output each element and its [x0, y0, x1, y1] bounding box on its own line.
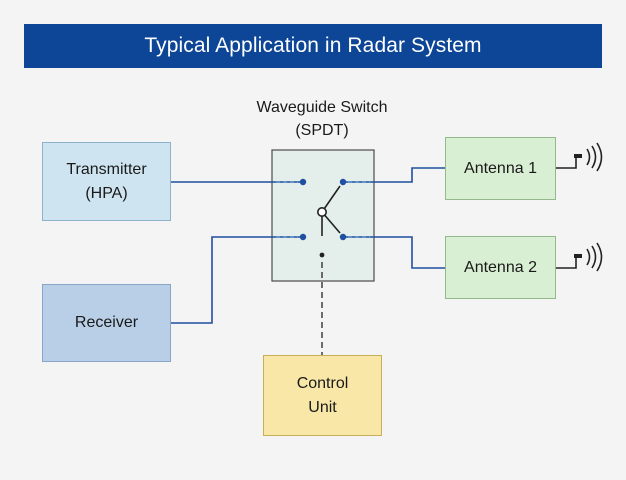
switch-port-right-bottom — [339, 233, 347, 241]
antenna2-block: Antenna 2 — [445, 236, 556, 299]
rotor-pivot — [316, 207, 327, 218]
switch-to-antenna1-line — [343, 167, 445, 183]
antenna1-label: Antenna 1 — [464, 159, 537, 177]
rx-to-switch-line — [171, 236, 303, 324]
antenna-icon — [556, 142, 603, 172]
rotor-arm — [321, 185, 341, 213]
transmitter-sublabel: (HPA) — [85, 184, 128, 202]
transmitter-label: Transmitter — [66, 160, 147, 178]
transmitter-block: Transmitter (HPA) — [42, 142, 171, 221]
receiver-block: Receiver — [42, 284, 171, 362]
switch-to-antenna2-line — [343, 236, 445, 269]
switch-port-left-bottom — [299, 233, 307, 241]
rotor-actuator-dot — [319, 252, 325, 258]
switch-title-line2: (SPDT) — [295, 122, 349, 139]
switch-title: Waveguide Switch (SPDT) — [232, 96, 412, 142]
control-label: Control — [296, 374, 349, 392]
switch-port-right-top — [339, 178, 347, 186]
page-title: Typical Application in Radar System — [144, 34, 482, 57]
antenna1-block: Antenna 1 — [445, 137, 556, 200]
antenna2-label: Antenna 2 — [464, 258, 537, 276]
page-title-banner: Typical Application in Radar System — [24, 24, 602, 68]
receiver-label: Receiver — [74, 314, 139, 331]
control-sublabel: Unit — [308, 398, 337, 416]
control-unit-block: Control Unit — [263, 355, 382, 436]
antenna-icon — [556, 242, 603, 272]
switch-port-left-top — [299, 178, 307, 186]
switch-title-line1: Waveguide Switch — [256, 99, 388, 116]
